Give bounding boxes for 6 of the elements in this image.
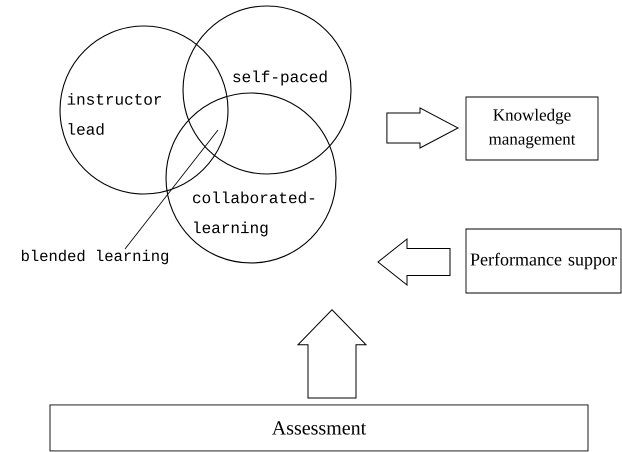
block-arrow bbox=[377, 238, 450, 286]
block-arrow bbox=[296, 309, 368, 398]
block-arrow bbox=[386, 107, 460, 149]
text-box: Knowledge management bbox=[466, 96, 598, 160]
text-box: Assessment bbox=[50, 404, 588, 452]
text-box: Performance suppor bbox=[466, 228, 622, 294]
